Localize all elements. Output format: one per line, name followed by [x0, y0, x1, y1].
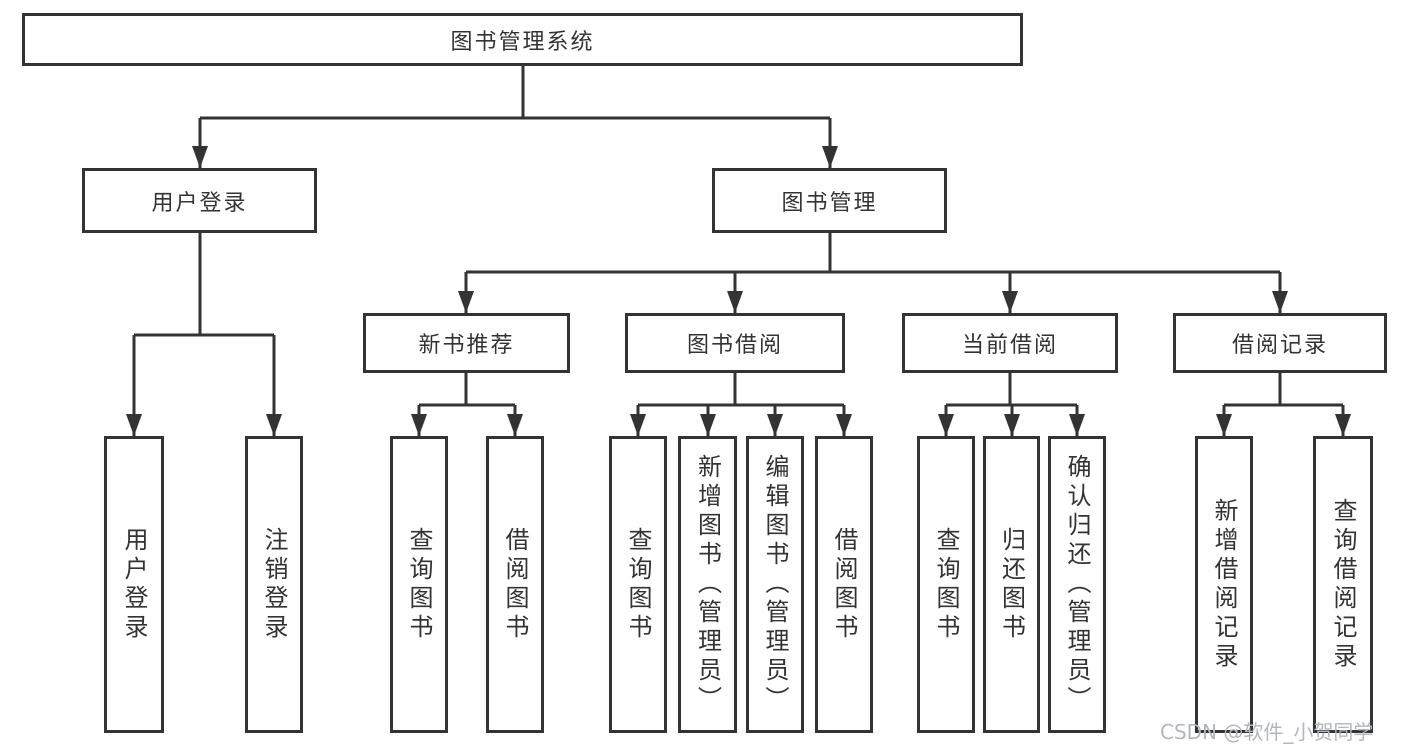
leaf-label: 查询图书: [624, 526, 652, 643]
leaf-logout: 注销登录: [245, 436, 303, 733]
leaf-query-borrow-record: 查询借阅记录: [1313, 436, 1373, 733]
node-root: 图书管理系统: [22, 13, 1023, 66]
node-user-login: 用户登录: [82, 168, 317, 233]
leaf-label: 借阅图书: [501, 526, 529, 643]
node-book-management: 图书管理: [712, 168, 947, 233]
leaf-user-login: 用户登录: [104, 436, 164, 733]
leaf-borrow-books: 借阅图书: [815, 436, 873, 733]
leaf-borrow-books-recommend: 借阅图书: [486, 436, 544, 733]
leaf-label: 用户登录: [120, 526, 148, 643]
leaf-label: 查询借阅记录: [1329, 497, 1357, 672]
leaf-query-books-borrow: 查询图书: [609, 436, 667, 733]
node-current-borrow: 当前借阅: [902, 313, 1118, 373]
leaf-label: 注销登录: [260, 526, 288, 643]
leaf-label: 编辑图书（管理员）: [761, 454, 789, 715]
leaf-label: 查询图书: [405, 526, 433, 643]
leaf-query-books-current: 查询图书: [917, 436, 975, 733]
watermark: CSDN @软件_小贺同学: [1160, 720, 1374, 744]
leaf-query-books-recommend: 查询图书: [390, 436, 448, 733]
node-borrow-records: 借阅记录: [1173, 313, 1387, 373]
node-book-borrow: 图书借阅: [625, 313, 845, 373]
leaf-label: 借阅图书: [830, 526, 858, 643]
leaf-label: 确认归还（管理员）: [1063, 454, 1091, 715]
leaf-label: 新增图书（管理员）: [693, 454, 722, 715]
leaf-return-books: 归还图书: [983, 436, 1040, 733]
leaf-add-borrow-record: 新增借阅记录: [1195, 436, 1253, 733]
leaf-label: 归还图书: [997, 526, 1026, 643]
leaf-edit-book-admin: 编辑图书（管理员）: [746, 436, 804, 733]
leaf-label: 查询图书: [932, 526, 960, 643]
leaf-confirm-return-admin: 确认归还（管理员）: [1048, 436, 1106, 733]
leaf-label: 新增借阅记录: [1210, 497, 1238, 672]
leaf-add-book-admin: 新增图书（管理员）: [678, 436, 737, 733]
node-new-book-recommend: 新书推荐: [363, 313, 570, 373]
